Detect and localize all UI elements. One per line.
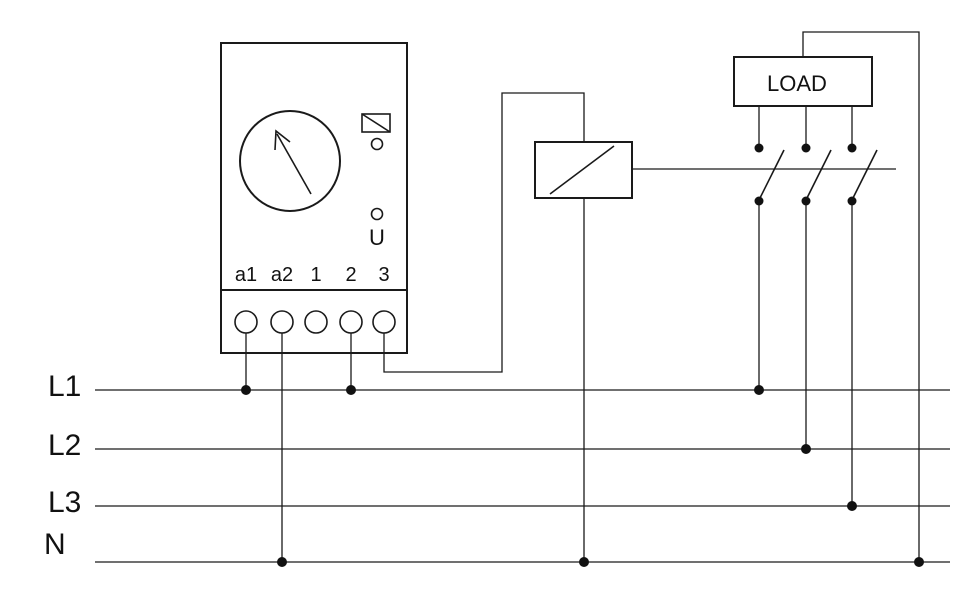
junction-dot — [754, 385, 764, 395]
relay-indicator-icon — [361, 113, 391, 133]
label-n: N — [44, 528, 66, 561]
load-box — [733, 56, 873, 107]
terminal-1 — [304, 310, 328, 334]
junction-dot — [346, 385, 356, 395]
junction-dot — [277, 557, 287, 567]
label-l3: L3 — [48, 486, 81, 519]
contact-1-blade — [758, 149, 785, 201]
wire-load-to-n — [802, 31, 920, 562]
relay-led-icon — [370, 137, 384, 151]
voltage-label: U — [369, 225, 385, 250]
junction-dots — [241, 143, 924, 567]
load-label: LOAD — [767, 71, 827, 96]
junction-dot — [847, 501, 857, 511]
label-l2: L2 — [48, 429, 81, 462]
contact-dot — [754, 196, 764, 206]
contact-dot — [801, 196, 811, 206]
power-lines: L1 L2 L3 N — [44, 370, 950, 563]
terminal-label-3: 3 — [378, 264, 389, 286]
contactor-coil-box — [534, 141, 633, 199]
terminal-3 — [372, 310, 396, 334]
terminal-a2 — [270, 310, 294, 334]
relay-indicator-slash — [361, 113, 391, 133]
terminal-label-1: 1 — [310, 264, 321, 286]
dial-needle-arrowhead — [274, 129, 291, 151]
junction-dot — [579, 557, 589, 567]
contactor-coil-slash — [549, 145, 615, 195]
junction-dot — [241, 385, 251, 395]
timer-device: U a1 a2 1 2 3 — [220, 42, 408, 354]
terminal-2 — [339, 310, 363, 334]
contact-dot — [801, 143, 811, 153]
junction-dot — [914, 557, 924, 567]
terminal-label-a2: a2 — [271, 264, 293, 286]
contact-3-blade — [851, 149, 878, 201]
wire-3-to-contactor-coil — [383, 92, 585, 373]
contact-dot — [754, 143, 764, 153]
contactor-contacts — [758, 106, 878, 506]
dial-needle — [276, 133, 312, 195]
terminal-label-2: 2 — [345, 264, 356, 286]
timer-dial — [239, 110, 341, 212]
voltage-led-icon — [370, 207, 384, 221]
load: LOAD — [733, 31, 920, 562]
terminal-label-a1: a1 — [235, 264, 257, 286]
contact-dot — [847, 196, 857, 206]
label-l1: L1 — [48, 370, 81, 403]
timer-wiring — [245, 92, 585, 562]
junction-dot — [801, 444, 811, 454]
contactor-coil — [534, 141, 896, 562]
terminal-a1 — [234, 310, 258, 334]
contact-dot — [847, 143, 857, 153]
contact-2-blade — [805, 149, 832, 201]
